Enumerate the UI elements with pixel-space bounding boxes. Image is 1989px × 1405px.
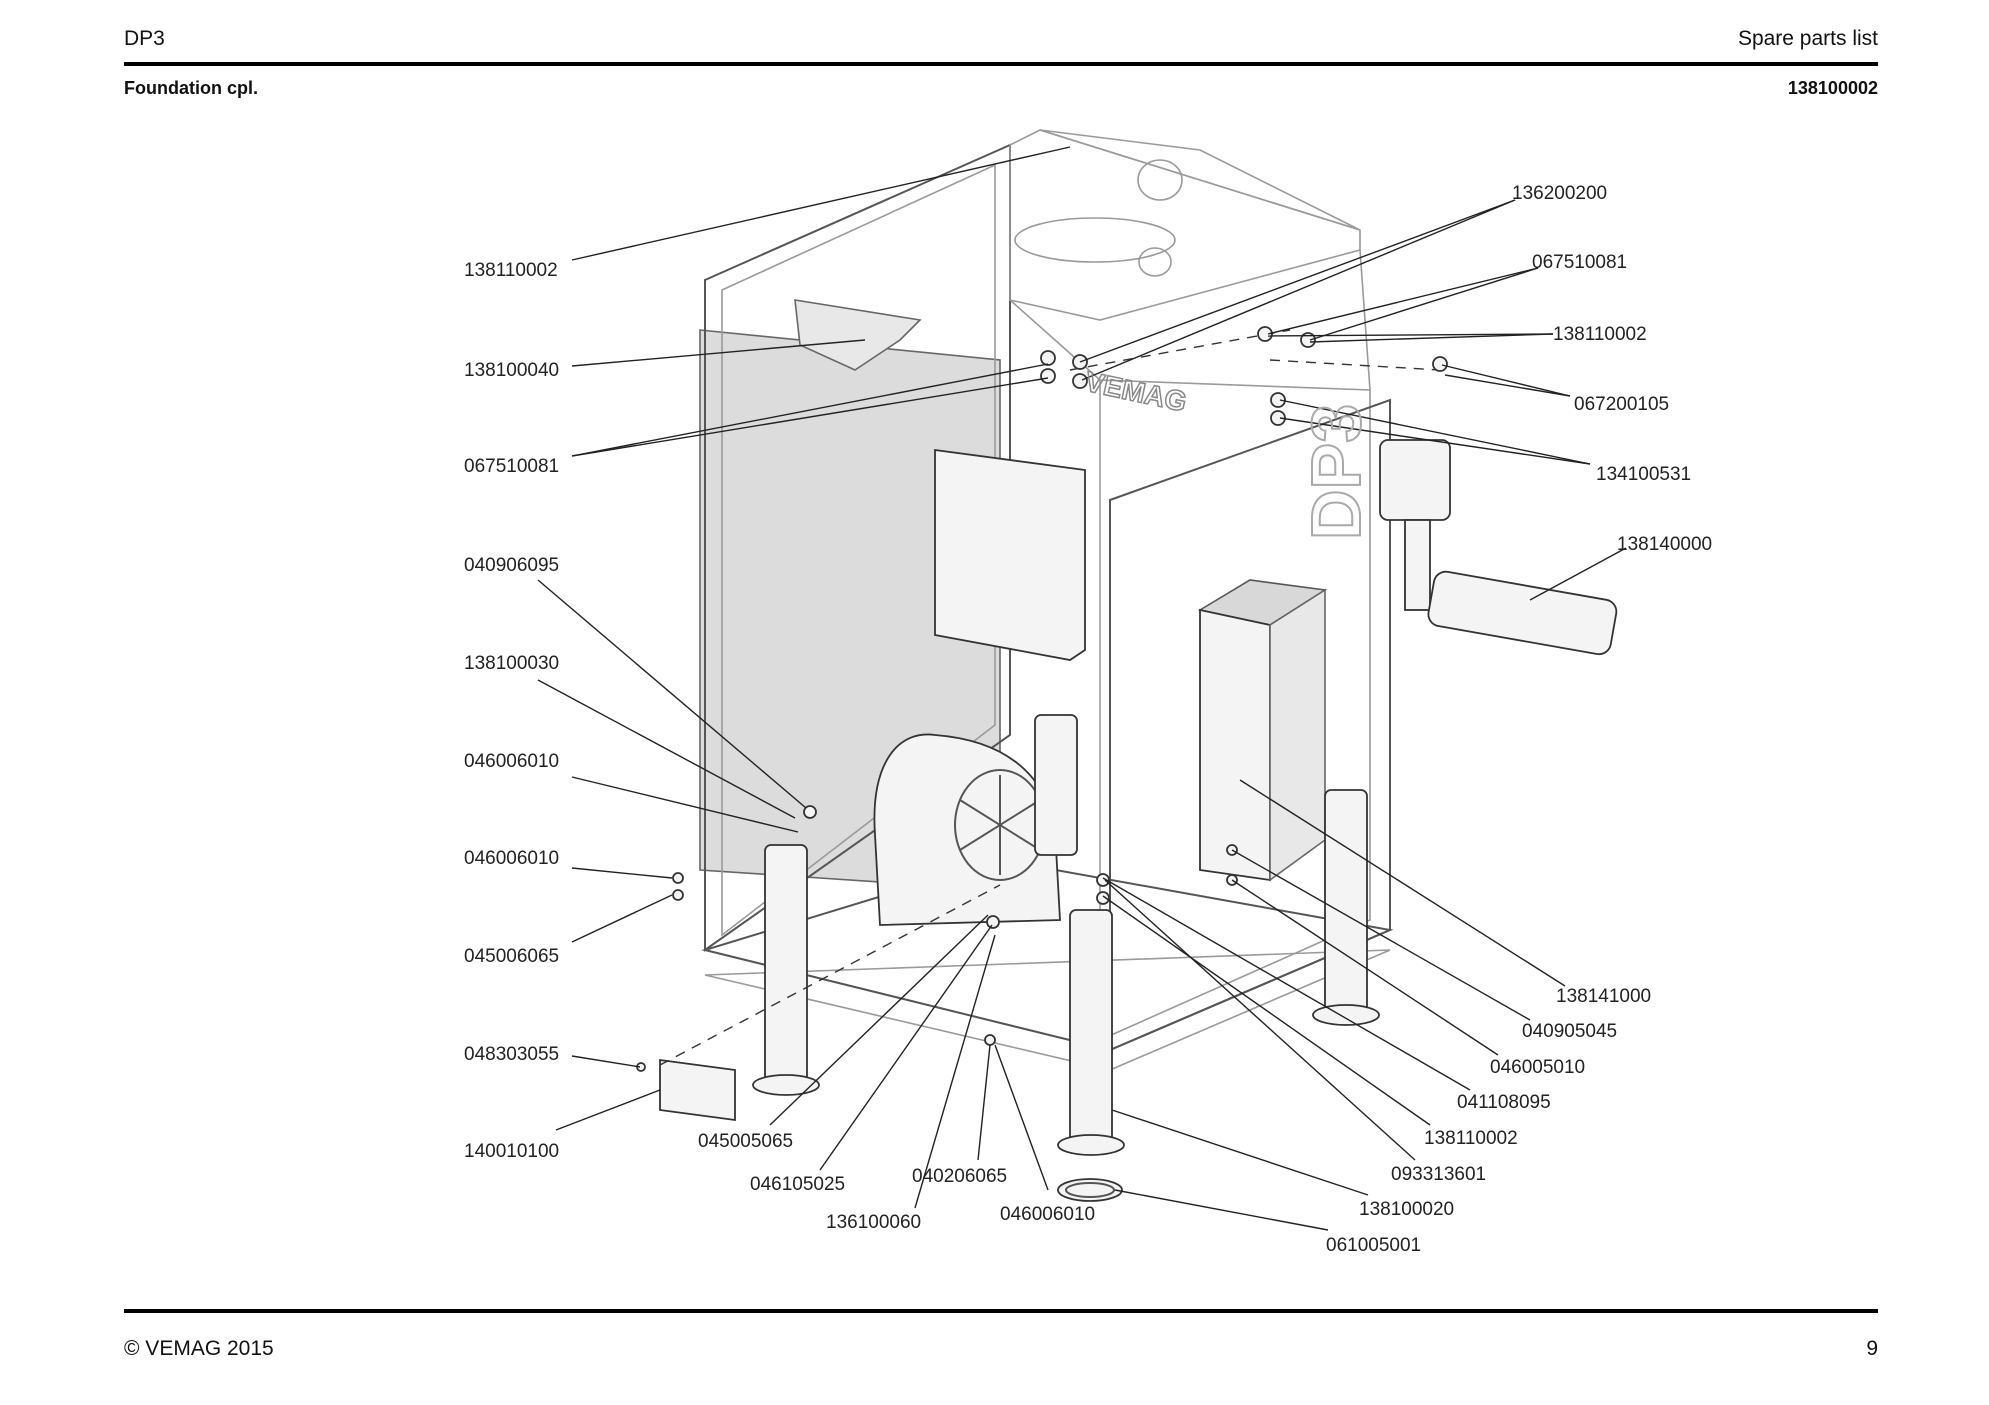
part-label: 138100030 [464,653,559,674]
assembly-number: 138100002 [1787,78,1878,98]
part-label: 061005001 [1326,1235,1421,1256]
part-label: 040206065 [912,1166,1007,1187]
part-label: 138110002 [1553,324,1647,345]
part-label: 136100060 [826,1212,921,1233]
part-label: 046006010 [464,751,559,772]
copyright-notice: © VEMAG 2015 [124,1337,274,1360]
part-label: 041108095 [1457,1092,1551,1113]
brand-marking: VEMAG [1082,366,1189,418]
part-labels: 138110002 138100040 067510081 040906095 … [464,183,1712,1256]
part-label: 040906095 [464,555,559,576]
part-label: 046006010 [1000,1204,1095,1225]
part-label: 138140000 [1617,534,1712,555]
part-label: 138110002 [1424,1128,1518,1149]
part-label: 136200200 [1512,183,1607,204]
page-number: 9 [1866,1337,1878,1360]
part-label: 138100020 [1359,1199,1454,1220]
part-label: 046006010 [464,848,559,869]
part-label: 045006065 [464,946,559,967]
part-label: 138110002 [464,260,558,281]
part-label: 046005010 [1490,1057,1585,1078]
part-label: 067200105 [1574,394,1669,415]
part-label: 048303055 [464,1044,559,1065]
part-label: 067510081 [464,456,559,477]
machine-frame-illustration [636,129,1618,1202]
document-code: DP3 [124,27,165,50]
part-label: 045005065 [698,1131,793,1152]
leader-lines [537,146,1627,1231]
header-rule [124,62,1878,66]
assembly-name: Foundation cpl. [124,78,258,98]
footer-rule [124,1309,1878,1313]
part-label: 140010100 [464,1141,559,1162]
part-label: 134100531 [1596,464,1691,485]
document-type: Spare parts list [1737,27,1878,50]
part-label: 138141000 [1556,986,1651,1007]
part-label: 067510081 [1532,252,1627,273]
part-label: 040905045 [1522,1021,1617,1042]
part-label: 138100040 [464,360,559,381]
part-label: 046105025 [750,1174,845,1195]
part-label: 093313601 [1391,1164,1486,1185]
model-marking: DP3 [1297,404,1375,540]
